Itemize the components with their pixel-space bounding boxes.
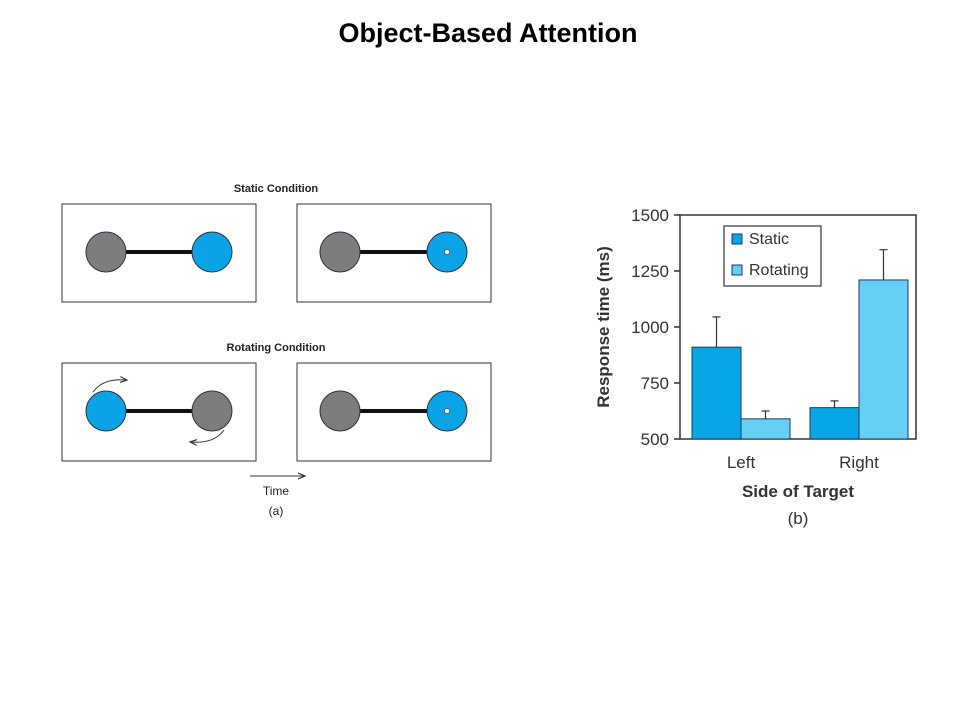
static-frame-1: [61, 203, 257, 303]
y-axis-label: Response time (ms): [594, 246, 613, 408]
gray-circle: [191, 390, 233, 432]
rotating-frame-1: [61, 362, 257, 462]
rotation-arrow-bottom: [191, 429, 225, 442]
target-dot: [444, 408, 450, 414]
panel-b-label: (b): [788, 509, 809, 528]
panel-a: Static Condition Rotating Condition: [61, 183, 492, 518]
cyan-circle: [191, 231, 233, 273]
cyan-circle: [85, 390, 127, 432]
static-condition-label: Static Condition: [234, 183, 319, 195]
bar-rotating-left: [740, 418, 791, 440]
bar-rotating-right: [858, 279, 909, 440]
legend-label-rotating: Rotating: [749, 262, 809, 279]
rotation-arrow-top: [92, 380, 126, 393]
legend-swatch-rotating: [731, 264, 743, 276]
y-tick-label: 750: [641, 374, 669, 393]
target-dot: [444, 249, 450, 255]
x-category-label: Right: [839, 453, 879, 472]
gray-circle: [319, 390, 361, 432]
panel-a-label: (a): [269, 504, 284, 518]
x-axis-label: Side of Target: [742, 482, 854, 501]
gray-circle: [85, 231, 127, 273]
time-label: Time: [263, 484, 290, 498]
x-category-label: Left: [727, 453, 756, 472]
bar-static-right: [809, 407, 860, 440]
slide-title: Object-Based Attention: [338, 18, 638, 48]
y-tick-label: 1500: [631, 206, 669, 225]
y-tick-label: 1250: [631, 262, 669, 281]
bar-static-left: [691, 346, 742, 440]
y-tick-label: 500: [641, 430, 669, 449]
y-tick-label: 1000: [631, 318, 669, 337]
legend-label-static: Static: [749, 231, 789, 248]
gray-circle: [319, 231, 361, 273]
static-frame-2: [296, 203, 492, 303]
legend-swatch-static: [731, 233, 743, 245]
rotating-condition-label: Rotating Condition: [227, 342, 326, 354]
rotating-frame-2: [296, 362, 492, 462]
